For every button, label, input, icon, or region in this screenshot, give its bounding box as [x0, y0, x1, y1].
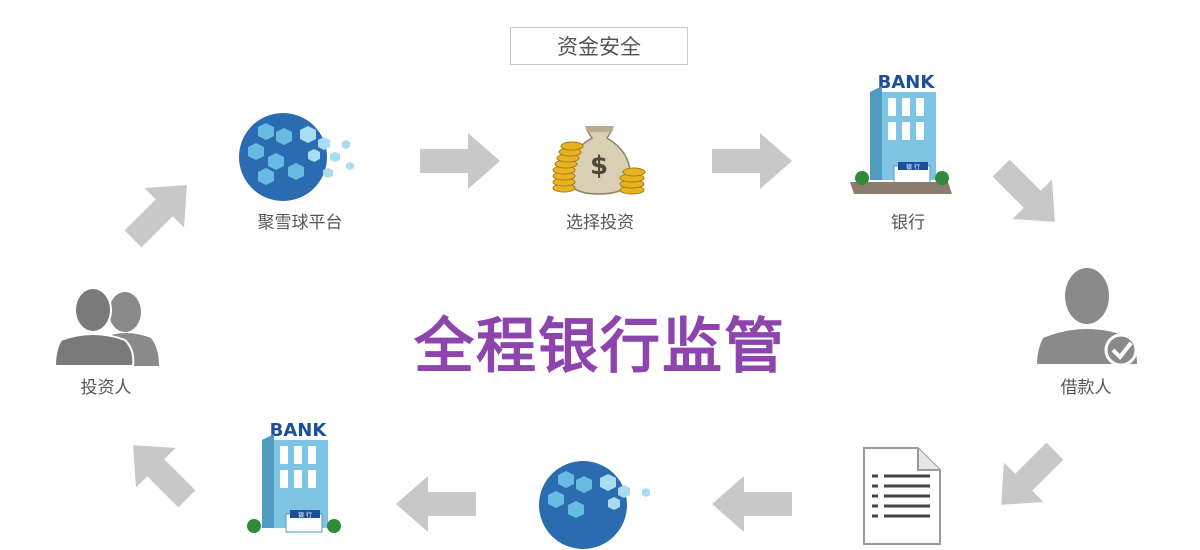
arrow-left-icon [396, 476, 476, 532]
globe-icon [239, 113, 354, 201]
document-icon [863, 447, 941, 545]
bank-sign-bottom: BANK [270, 420, 328, 441]
bank-building-icon-bottom: BANK 银 行 [247, 420, 341, 533]
top-title: 资金安全 [557, 35, 641, 59]
arrow-up-right-icon [124, 185, 187, 248]
arrow-left-icon [712, 476, 792, 532]
money-bag-icon: $ [552, 126, 646, 195]
dollar-sign: $ [590, 151, 608, 181]
node-invest-label: 选择投资 [566, 213, 634, 233]
node-investor-label: 投资人 [80, 378, 132, 398]
check-icon [1111, 341, 1133, 361]
node-bank-label: 银行 [891, 213, 925, 233]
headline: 全程银行监管 [414, 312, 786, 382]
node-borrower-label: 借款人 [1060, 378, 1112, 398]
globe-icon-bottom [539, 461, 650, 549]
arrow-down-right-icon [992, 159, 1055, 222]
bank-door-sign: 银 行 [906, 163, 920, 171]
bank-building-icon: BANK 银 行 [850, 72, 952, 194]
arrow-right-icon [712, 133, 792, 189]
arrow-down-left-icon [1001, 442, 1064, 505]
node-platform-label: 聚雪球平台 [257, 213, 343, 233]
bank-sign: BANK [878, 72, 936, 93]
arrow-up-left-icon [133, 445, 196, 508]
borrower-icon [1037, 268, 1138, 367]
arrow-right-icon [420, 133, 500, 189]
bank-door-sign-bottom: 银 行 [298, 511, 312, 519]
top-title-box: 资金安全 [510, 27, 688, 65]
investors-icon [53, 287, 159, 367]
